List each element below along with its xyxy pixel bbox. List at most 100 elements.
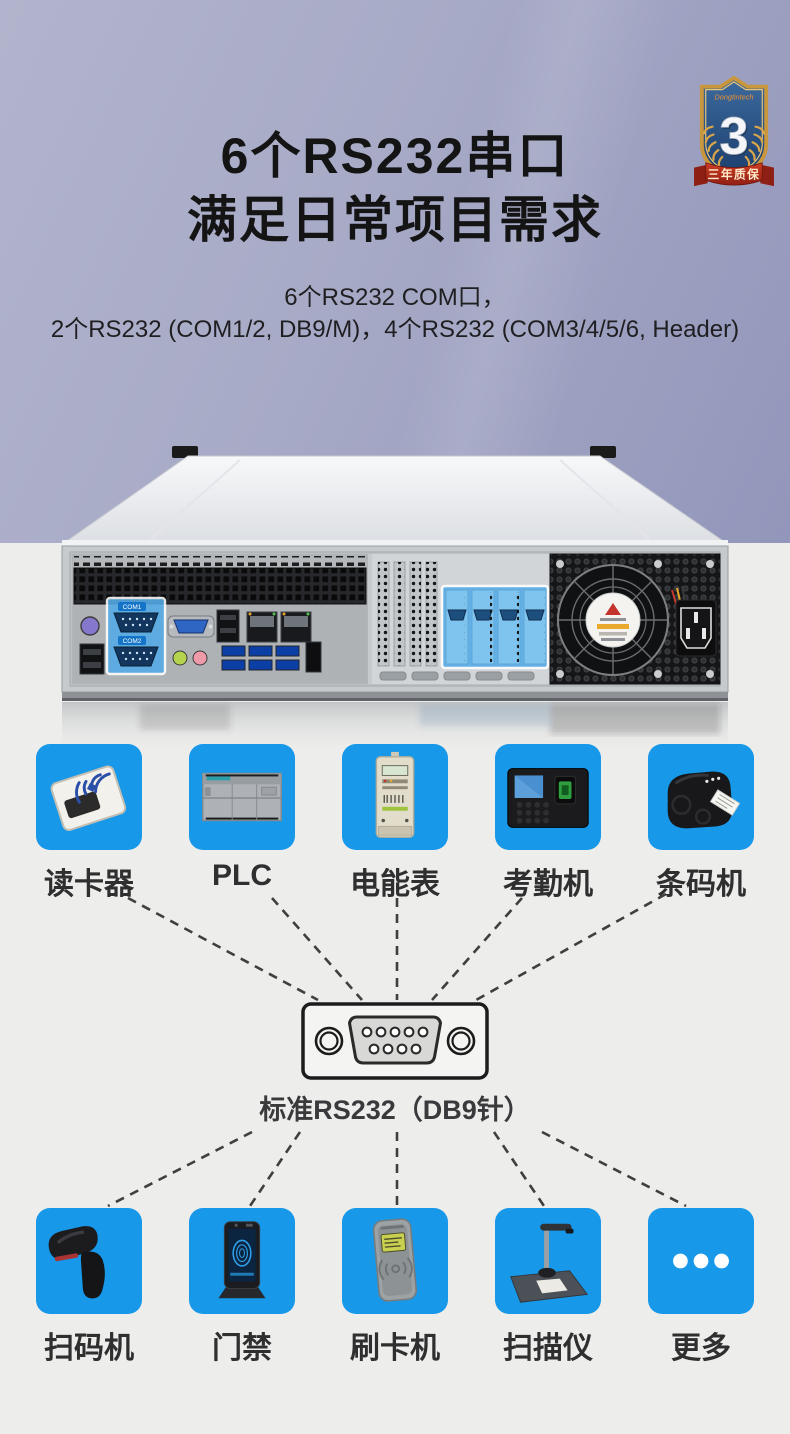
device-barcode-scanner: 扫码机 <box>36 1208 142 1367</box>
device-card-reader: 读卡器 <box>36 744 142 903</box>
chassis-top <box>62 455 728 544</box>
document-scanner-image <box>510 1223 589 1303</box>
displayport <box>305 641 322 673</box>
rack-handle-left <box>172 446 198 458</box>
device-label: 读卡器 <box>44 868 134 901</box>
barcode-scanner-tile <box>36 1208 142 1314</box>
com3456-highlight <box>440 584 550 670</box>
device-access-control: 门禁 <box>189 1208 295 1367</box>
connection-line <box>127 896 319 1002</box>
subtitle-line-1: 6个RS232 COM口， <box>284 284 506 311</box>
usb2-ports-left <box>79 643 105 675</box>
device-more: 更多 <box>648 1208 754 1367</box>
device-attendance-machine: 考勤机 <box>495 744 601 903</box>
screw-hole-left <box>314 1026 344 1056</box>
ac-inlet <box>675 599 717 657</box>
device-row-bottom: 扫码机 门禁 <box>0 1208 790 1367</box>
barcode-scanner-image <box>48 1226 105 1299</box>
connection-line <box>492 1131 546 1207</box>
audio-out-jack <box>172 650 188 666</box>
vga-port <box>167 615 215 638</box>
ribbon-text: 三年质保 <box>708 167 761 181</box>
connection-line <box>541 1130 687 1208</box>
badge-brand: Dongtintech <box>715 92 754 101</box>
title-line-2: 满足日常项目需求 <box>187 192 603 248</box>
card-reader-image <box>50 765 127 831</box>
device-barcode-printer: 条码机 <box>648 744 754 903</box>
access-control-image <box>218 1221 266 1299</box>
com-card <box>445 589 469 665</box>
page-title: 6个RS232串口 满足日常项目需求 <box>0 124 790 252</box>
document-scanner-tile <box>495 1208 601 1314</box>
connection-line <box>271 897 363 1001</box>
access-control-tile <box>189 1208 295 1314</box>
card-reader-tile <box>36 744 142 850</box>
usb2-ports-mid <box>216 609 240 643</box>
lan-ports <box>246 611 312 643</box>
connection-line <box>475 892 667 1002</box>
mic-jack <box>192 650 208 666</box>
device-label: PLC <box>212 859 272 892</box>
com-card <box>497 589 521 665</box>
barcode-printer-tile <box>648 744 754 850</box>
db9-connector-image <box>301 1002 489 1080</box>
usb3-ports <box>221 645 300 671</box>
connection-line <box>248 1131 302 1207</box>
com2-port <box>113 646 159 667</box>
title-line-1: 6个RS232串口 <box>220 128 570 184</box>
connection-line <box>431 897 523 1001</box>
laurel-left-icon <box>702 125 724 168</box>
attendance-machine-tile <box>495 744 601 850</box>
device-label: 考勤机 <box>503 868 593 901</box>
ribbon-banner: 三年质保 <box>694 162 774 187</box>
com12-highlight: COM1 COM2 <box>105 596 167 676</box>
energy-meter-tile <box>342 744 448 850</box>
connection-line <box>107 1130 253 1208</box>
plc-tile <box>189 744 295 850</box>
device-document-scanner: 扫描仪 <box>495 1208 601 1367</box>
more-tile <box>648 1208 754 1314</box>
com-card <box>523 589 547 665</box>
energy-meter-image <box>375 751 415 838</box>
pci-vent-slots <box>377 561 438 667</box>
card-swipe-image <box>372 1218 418 1302</box>
device-label: 扫描仪 <box>503 1332 593 1365</box>
pci-section <box>368 554 550 684</box>
com2-label: COM2 <box>123 638 142 645</box>
server-rear-image: COM1 COM2 <box>61 446 729 756</box>
com1-port <box>113 612 159 633</box>
psu-fan <box>557 564 669 676</box>
rack-handle-right <box>590 446 616 458</box>
page-subtitle: 6个RS232 COM口， 2个RS232 (COM1/2, DB9/M)，4个… <box>0 282 790 346</box>
psu-section <box>549 553 721 685</box>
warranty-badge: Dongtintech 3 3 三年质保 <box>694 76 774 187</box>
connector-label: 标准RS232（DB9针） <box>259 1095 531 1125</box>
attendance-machine-image <box>507 768 589 828</box>
psu-screws <box>556 560 714 678</box>
barcode-printer-image <box>667 771 741 829</box>
badge-number: 3 <box>719 107 748 166</box>
subtitle-line-2: 2个RS232 (COM1/2, DB9/M)，4个RS232 (COM3/4/… <box>50 316 740 343</box>
db9-pins <box>361 1026 429 1055</box>
device-card-swipe: 刷卡机 <box>342 1208 448 1367</box>
dsub-shell <box>347 1015 443 1065</box>
device-label: 更多 <box>671 1332 731 1365</box>
ps2-port <box>80 616 100 636</box>
device-label: 门禁 <box>212 1332 272 1365</box>
com1-label: COM1 <box>123 604 142 611</box>
device-label: 扫码机 <box>44 1332 134 1365</box>
hero-section <box>0 0 790 543</box>
screw-hole-right <box>446 1026 476 1056</box>
device-row-top: 读卡器 PLC <box>0 744 790 903</box>
device-label: 条码机 <box>656 868 746 901</box>
laurel-right-icon <box>744 125 766 168</box>
io-section: COM1 COM2 <box>72 554 368 684</box>
card-swipe-tile <box>342 1208 448 1314</box>
slot-cutouts <box>379 671 535 681</box>
com-card <box>471 589 495 665</box>
more-dots-icon <box>673 1253 729 1269</box>
device-plc: PLC <box>189 744 295 903</box>
plc-image <box>202 772 282 822</box>
device-energy-meter: 电能表 <box>342 744 448 903</box>
